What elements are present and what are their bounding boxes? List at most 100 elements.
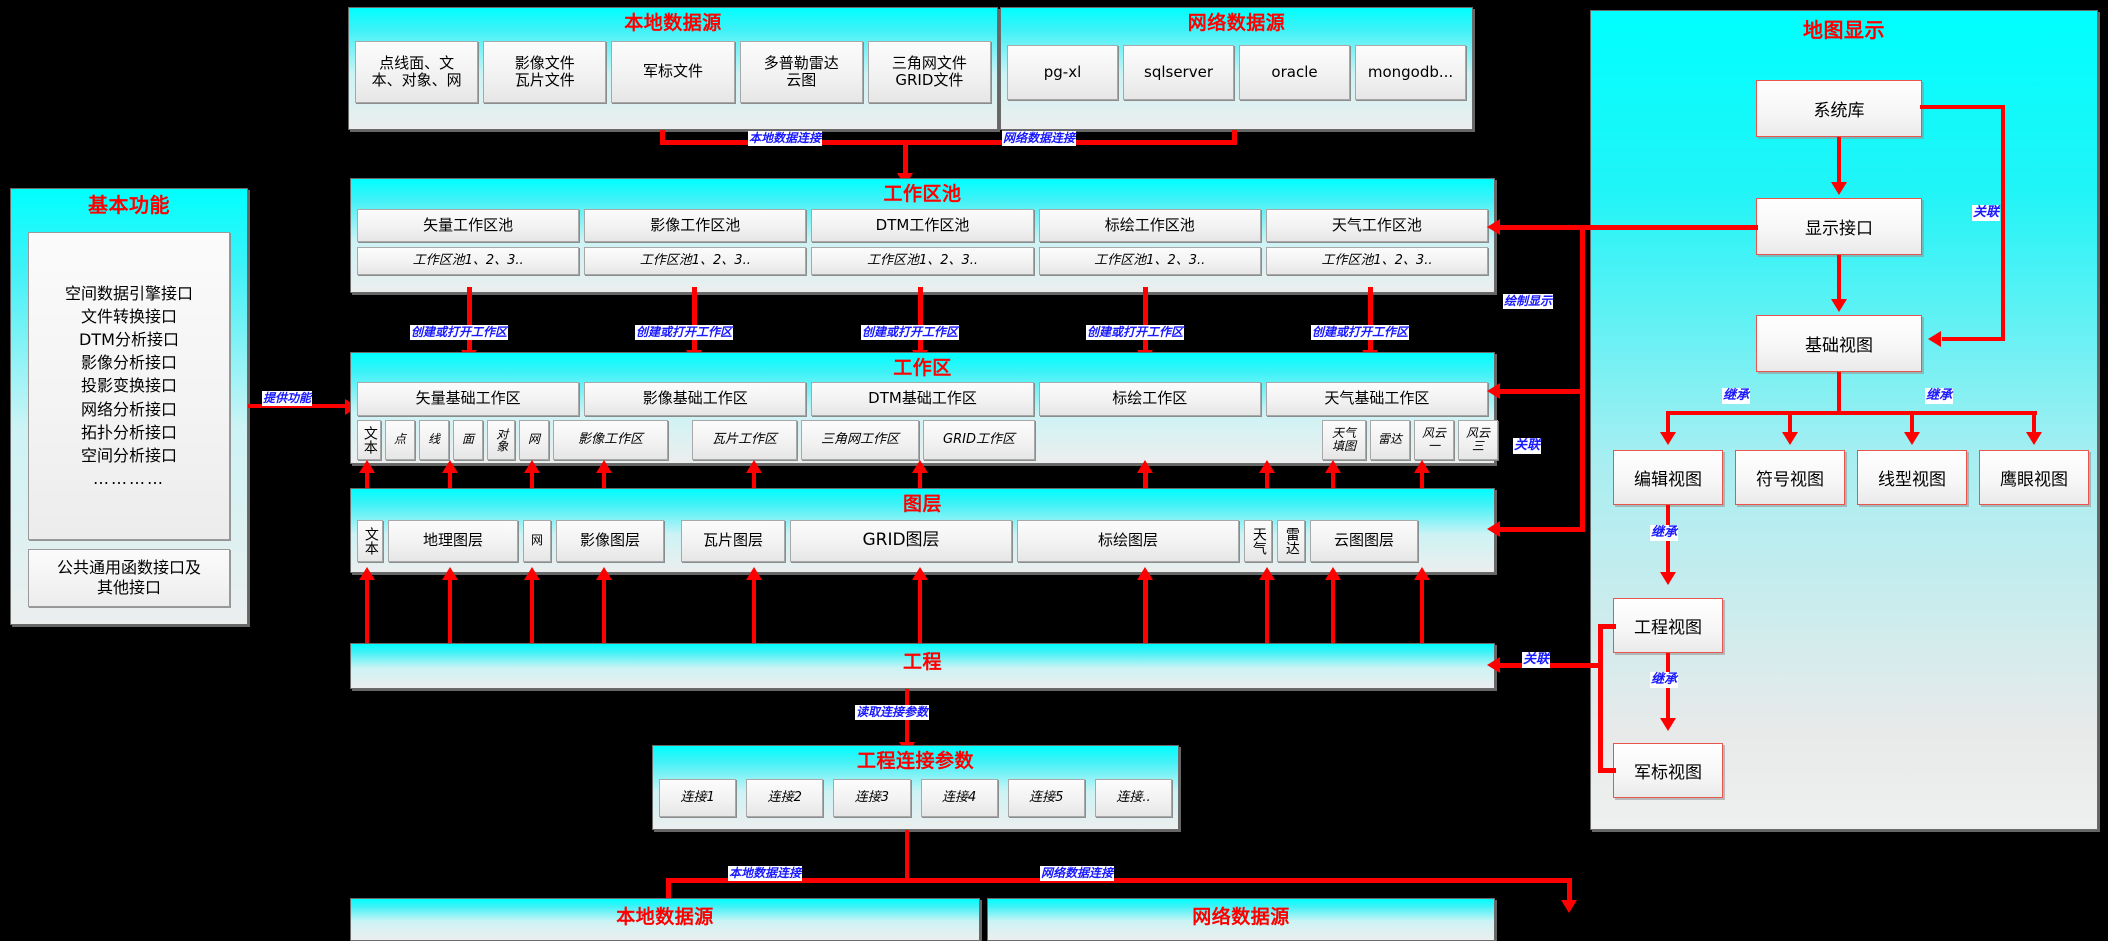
workspace-sub-item-image[interactable]: 影像工作区 (553, 419, 668, 460)
workspace-pool-sub-item[interactable]: 工作区池1、2、3.. (357, 246, 580, 275)
workspace-pool-item[interactable]: 天气工作区池 (1265, 208, 1489, 242)
layer-item-geo[interactable]: 地理图层 (388, 519, 518, 562)
local-source-item[interactable]: 军标文件 (611, 40, 735, 103)
arrow-ws-weather-to-layer (1259, 460, 1275, 473)
connector-militaryview-left (1598, 768, 1616, 773)
workspace-sub-item-tile[interactable]: 瓦片工作区 (692, 419, 797, 460)
workspace-pool-item[interactable]: DTM工作区池 (811, 208, 1034, 242)
arrow-draw-display-to-pool (1487, 219, 1500, 235)
connector-bottom-right-down (1567, 878, 1572, 906)
workspace-pool-item[interactable]: 影像工作区池 (584, 208, 807, 242)
panel-project: 工程 (350, 643, 1495, 689)
cell-text: 矢量基础工作区 (415, 389, 521, 408)
layer-item-tile[interactable]: 瓦片图层 (681, 519, 785, 562)
cell-text: 三角网工作区 (820, 431, 899, 447)
workspace-pool-sub-item[interactable]: 工作区池1、2、3.. (584, 246, 807, 275)
workspace-base-item[interactable]: DTM基础工作区 (811, 381, 1034, 416)
label-create-open-workspace-1: 创建或打开工作区 (410, 325, 509, 340)
workspace-sub-item-text[interactable]: 文本 (357, 419, 381, 460)
workspace-pool-sub-item[interactable]: 工作区池1、2、3.. (811, 246, 1034, 275)
view-box-project-view[interactable]: 工程视图 (1613, 598, 1723, 653)
connection-item[interactable]: 连接4 (920, 778, 998, 817)
workspace-pool-item[interactable]: 标绘工作区池 (1038, 208, 1261, 242)
cell-text: 天气填图 (1331, 425, 1356, 453)
cell-text: 风云一 (1421, 425, 1446, 453)
interface-item: 空间分析接口 (80, 445, 177, 465)
connector-relate-syslib-h-bot (1942, 337, 2005, 341)
arrow-inherit-eagle-view (2026, 432, 2042, 445)
arrow-inherit-project-view (1660, 572, 1676, 585)
cell-text: 雷达 (1283, 526, 1300, 555)
view-box-edit-view[interactable]: 编辑视图 (1613, 450, 1723, 505)
view-box-military-view[interactable]: 军标视图 (1613, 743, 1723, 798)
workspace-sub-item-object[interactable]: 对象 (487, 419, 515, 460)
view-box-label: 工程视图 (1634, 618, 1702, 638)
layer-item-image[interactable]: 影像图层 (556, 519, 664, 562)
connector-create-open-3 (918, 287, 923, 355)
layer-item-radar[interactable]: 雷达 (1277, 519, 1305, 562)
workspace-sub-item-point[interactable]: 点 (385, 419, 415, 460)
panel-title-workspace-pool: 工作区池 (883, 183, 962, 205)
network-source-item[interactable]: sqlserver (1123, 44, 1234, 100)
view-box-eagle-eye-view[interactable]: 鹰眼视图 (1979, 450, 2089, 505)
view-box-symbol-view[interactable]: 符号视图 (1735, 450, 1845, 505)
layer-item-text[interactable]: 文本 (357, 519, 383, 562)
panel-title-local-data-source: 本地数据源 (624, 12, 722, 34)
network-source-item[interactable]: pg-xl (1007, 44, 1118, 100)
layer-item-grid[interactable]: GRID图层 (790, 519, 1012, 562)
workspace-base-item[interactable]: 矢量基础工作区 (357, 381, 580, 416)
connection-item[interactable]: 连接2 (746, 778, 824, 817)
label-local-data-connection-bottom: 本地数据连接 (728, 866, 803, 881)
workspace-sub-item-net[interactable]: 网 (519, 419, 549, 460)
view-box-label: 鹰眼视图 (2000, 470, 2068, 490)
panel-local-data-source-top: 本地数据源 点线面、文本、对象、网 影像文件瓦片文件 军标文件 多普勒雷达云图 … (348, 7, 998, 130)
layer-item-net[interactable]: 网 (523, 519, 551, 562)
connection-item[interactable]: 连接.. (1094, 778, 1173, 817)
workspace-sub-item-fengyun-1[interactable]: 风云一 (1414, 419, 1454, 460)
connector-layer-plot-to-project (1143, 573, 1148, 665)
connector-layer-text-to-project (365, 573, 369, 665)
view-box-display-interface[interactable]: 显示接口 (1756, 198, 1922, 255)
workspace-pool-sub-item[interactable]: 工作区池1、2、3.. (1038, 246, 1261, 275)
workspace-pool-item[interactable]: 矢量工作区池 (357, 208, 580, 242)
cell-text: 连接1 (680, 789, 715, 805)
common-function-interface-box[interactable]: 公共通用函数接口及其他接口 (28, 549, 230, 607)
local-source-item[interactable]: 多普勒雷达云图 (739, 40, 863, 103)
connector-relate-workspace-h (1500, 389, 1585, 394)
workspace-sub-item-radar[interactable]: 雷达 (1370, 419, 1410, 460)
workspace-base-item[interactable]: 天气基础工作区 (1265, 381, 1489, 416)
layer-item-plot[interactable]: 标绘图层 (1017, 519, 1239, 562)
workspace-pool-sub-item[interactable]: 工作区池1、2、3.. (1265, 246, 1489, 275)
workspace-sub-item-weather-fill[interactable]: 天气填图 (1322, 419, 1366, 460)
interface-item: 拓扑分析接口 (80, 422, 177, 442)
network-source-item[interactable]: mongodb... (1355, 44, 1466, 100)
layer-item-weather[interactable]: 天气 (1244, 519, 1272, 562)
connector-drawdisplay-v (1580, 225, 1585, 430)
interface-item: 文件转换接口 (80, 306, 177, 326)
cell-text: mongodb... (1367, 62, 1454, 81)
view-box-base-view[interactable]: 基础视图 (1756, 315, 1922, 372)
layer-item-cloud[interactable]: 云图图层 (1310, 519, 1418, 562)
view-box-linetype-view[interactable]: 线型视图 (1857, 450, 1967, 505)
workspace-sub-item-fengyun-3[interactable]: 风云三 (1458, 419, 1498, 460)
workspace-sub-item-grid[interactable]: GRID工作区 (923, 419, 1035, 460)
workspace-sub-item-tin[interactable]: 三角网工作区 (801, 419, 919, 460)
workspace-base-item[interactable]: 标绘工作区 (1038, 381, 1261, 416)
network-source-item[interactable]: oracle (1239, 44, 1350, 100)
workspace-sub-item-polygon[interactable]: 面 (453, 419, 483, 460)
view-box-system-lib[interactable]: 系统库 (1756, 80, 1922, 137)
arrow-layer-net-project (524, 567, 540, 580)
workspace-base-item[interactable]: 影像基础工作区 (584, 381, 807, 416)
workspace-sub-item-line[interactable]: 线 (419, 419, 449, 460)
connection-item[interactable]: 连接1 (659, 778, 737, 817)
layers-row: 文本 地理图层 网 影像图层 瓦片图层 GRID图层 标绘图层 天气 雷达 云图… (351, 519, 1494, 562)
panel-title-workspace: 工作区 (893, 357, 952, 379)
view-box-label: 线型视图 (1878, 470, 1946, 490)
connection-item[interactable]: 连接3 (833, 778, 911, 817)
label-provide-function: 提供功能 (262, 391, 313, 406)
cell-text: oracle (1271, 62, 1318, 81)
local-source-item[interactable]: 影像文件瓦片文件 (483, 40, 607, 103)
local-source-item[interactable]: 点线面、文本、对象、网 (355, 40, 479, 103)
connection-item[interactable]: 连接5 (1007, 778, 1085, 817)
